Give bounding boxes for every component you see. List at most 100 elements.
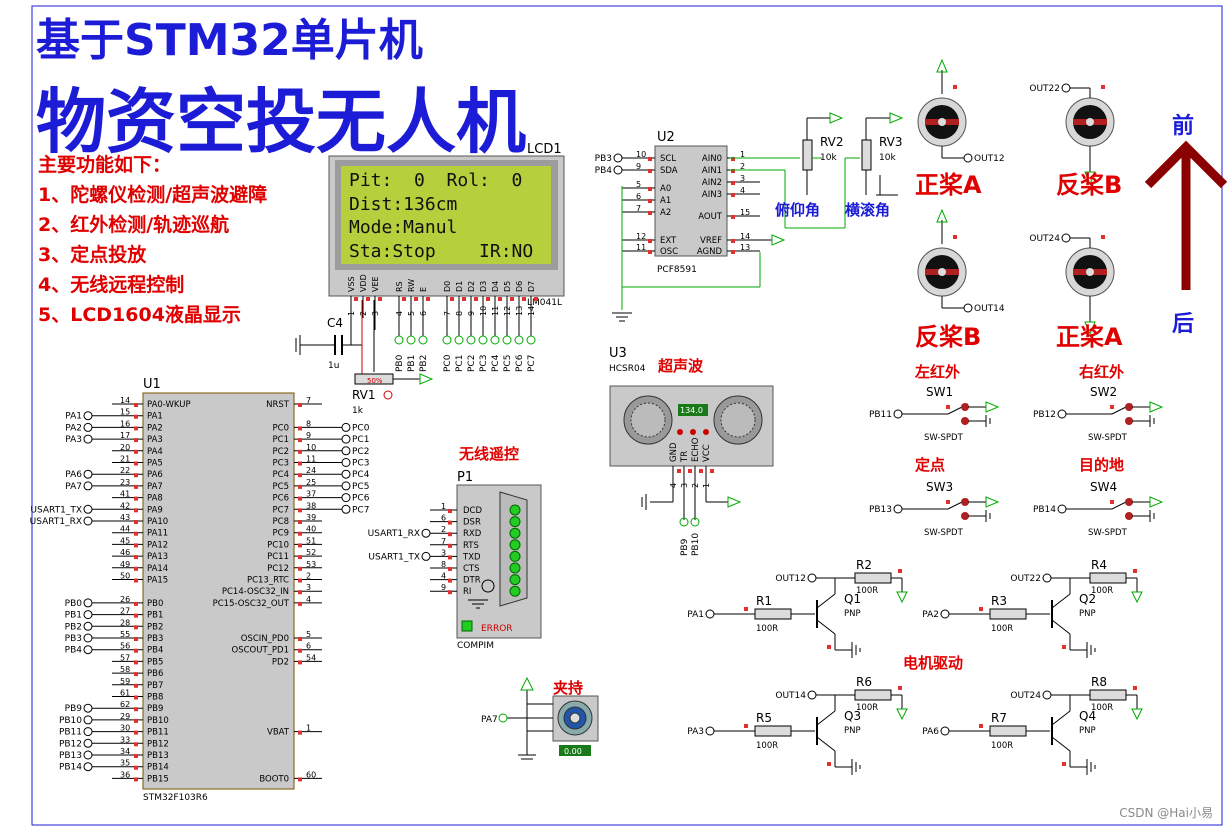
adc-pin-number: 11	[636, 243, 646, 252]
switch-contact	[961, 403, 969, 411]
pin-marker	[298, 578, 302, 583]
adc-pin-name: OSC	[660, 247, 678, 257]
resistor	[754, 608, 792, 620]
lcd-pin-number: 3	[371, 311, 380, 316]
pin-marker	[648, 199, 652, 203]
mcu-pin-number: 58	[120, 665, 130, 674]
mcu-pin-name: PB7	[147, 681, 163, 691]
pin-marker	[298, 426, 302, 431]
transistor	[816, 710, 836, 726]
mcu-pin-name: PC11	[267, 552, 289, 562]
lcd-pin-number: 14	[527, 306, 536, 316]
net-terminal	[705, 726, 715, 736]
net-terminal	[394, 335, 404, 345]
roll-label: 横滚角	[845, 201, 891, 219]
lcd-pin-number: 12	[503, 306, 512, 316]
resistor-ref: R2	[856, 558, 872, 572]
motor-hub	[1086, 118, 1094, 126]
serial-led	[509, 539, 521, 551]
rv3-value: 10k	[879, 153, 896, 163]
ultrasonic-sensor	[609, 385, 774, 527]
net-terminal	[83, 715, 93, 725]
lcd-pin-name: D3	[479, 281, 488, 292]
mcu-pin-number: 29	[120, 712, 130, 721]
resistor-ref: R1	[756, 594, 772, 608]
mcu-pin-number: 61	[120, 689, 130, 698]
net-terminal	[940, 726, 950, 736]
net-label: PB12	[1033, 410, 1056, 420]
net-terminal	[83, 422, 93, 432]
net-label: PC4	[352, 470, 370, 480]
mcu-pin-name: PA3	[147, 435, 163, 445]
pin-marker	[1133, 686, 1137, 690]
net-label: PA7	[65, 482, 82, 492]
pin-marker	[648, 211, 652, 215]
mcu-pin-name: PA6	[147, 470, 163, 480]
switch-part: SW-SPDT	[924, 433, 964, 443]
pin-marker	[134, 707, 138, 712]
net-label: PC0	[352, 423, 370, 433]
mcu-pin-number: 11	[306, 455, 316, 464]
pin-marker	[953, 235, 957, 239]
servo-motor	[498, 676, 599, 760]
net-label: PB2	[65, 622, 82, 632]
lcd-line: Sta:Stop IR:NO	[349, 240, 534, 262]
net-terminal	[83, 504, 93, 514]
mcu-pin-number: 35	[120, 759, 130, 768]
resistor-value: 100R	[991, 741, 1013, 751]
pin-marker	[731, 157, 735, 161]
adc-pin-number: 14	[740, 232, 750, 241]
adc-pin-name: AIN1	[702, 166, 722, 176]
mcu-pin-name: PC6	[273, 494, 289, 504]
pin-marker	[827, 645, 831, 649]
mcu-pin-name: PB2	[147, 622, 163, 632]
switches: SW1SW-SPDTPB11SW2SW-SPDTPB12SW3SW-SPDTPB…	[869, 385, 1164, 538]
pin-marker	[134, 403, 138, 407]
pin-marker	[731, 239, 735, 243]
mcu-pin-name: PC12	[267, 564, 289, 574]
mcu-pin-name: PB10	[147, 716, 169, 726]
ultrasonic-ref: U3	[609, 346, 627, 361]
adc-pin-number: 1	[740, 150, 745, 159]
mcu-pin-number: 38	[306, 501, 316, 510]
mcu-pin-number: 10	[306, 443, 316, 452]
adc-pin-name: SDA	[660, 166, 678, 176]
mcu-pin-name: OSCOUT_PD1	[232, 646, 289, 656]
serial-led	[509, 550, 521, 562]
net-label: PB1	[407, 355, 417, 372]
net-label: PB12	[59, 739, 82, 749]
pin-marker	[134, 473, 138, 478]
pin-marker	[134, 660, 138, 665]
net-label: PB0	[65, 599, 83, 609]
rv1-pct: 50%	[367, 377, 383, 385]
transistor-ref: Q2	[1079, 592, 1096, 606]
motor-label: 反桨B	[915, 323, 982, 351]
net-terminal	[341, 434, 351, 444]
pin-marker	[134, 449, 138, 454]
mcu-pin-number: 56	[120, 642, 130, 651]
motor-driver: PA1R1100RQ1PNPOUT12R2100RPA2R3100RQ2PNPO…	[687, 558, 1143, 775]
motor-hub	[938, 118, 946, 126]
net-label: PC3	[352, 459, 369, 469]
switch-ref: SW4	[1090, 480, 1117, 494]
net-terminal	[83, 738, 93, 748]
lcd-pin-name: D4	[491, 281, 500, 292]
net-terminal	[83, 645, 93, 655]
lcd-pin-name: D2	[467, 281, 476, 292]
net-label: PB14	[59, 763, 82, 773]
pin-marker	[953, 85, 957, 89]
power-terminal	[896, 591, 908, 604]
mcu-pin-number: 45	[120, 536, 130, 545]
mcu-pin-name: BOOT0	[259, 774, 289, 784]
lcd-pin-number: 6	[419, 311, 428, 316]
title-line2: 物资空投无人机	[36, 81, 526, 163]
lcd-pin-name: VEE	[371, 276, 380, 292]
net-label: USART1_TX	[368, 552, 420, 562]
power-terminal	[1149, 496, 1164, 508]
driver-label: 电机驱动	[903, 654, 964, 672]
pin-marker	[134, 730, 138, 735]
net-terminal	[1042, 573, 1052, 583]
serial-pin-number: 6	[441, 514, 446, 523]
pin-marker	[134, 695, 138, 700]
